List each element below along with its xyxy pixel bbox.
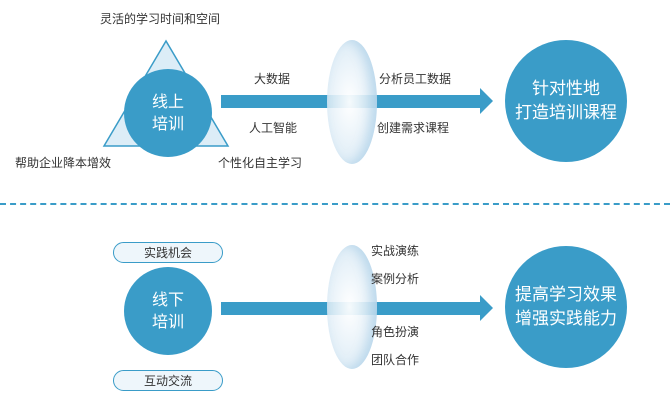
online-top-label: 灵活的学习时间和空间 — [100, 12, 221, 26]
online-result-circle: 针对性地 打造培训课程 — [505, 40, 627, 162]
online-left-label: 帮助企业降本增效 — [15, 156, 112, 170]
offline-result-line1: 提高学习效果 — [515, 285, 617, 305]
online-right-label: 个性化自主学习 — [218, 156, 303, 170]
offline-circle-line1: 线下 — [151, 290, 184, 309]
pill-practice-opportunity: 实践机会 — [113, 242, 223, 263]
online-output-analyze: 分析员工数据 — [379, 72, 452, 86]
offline-result-line2: 增强实践能力 — [515, 309, 617, 329]
offline-method-drill: 实战演练 — [371, 244, 420, 258]
offline-training-circle: 线下 培训 — [124, 267, 212, 355]
offline-method-roleplay: 角色扮演 — [371, 325, 420, 339]
online-input-big-data: 大数据 — [254, 72, 291, 86]
offline-method-team: 团队合作 — [371, 353, 420, 367]
online-training-circle: 线上 培训 — [124, 69, 212, 157]
online-circle-line1: 线上 — [151, 92, 184, 111]
offline-result-circle: 提高学习效果 增强实践能力 — [505, 246, 627, 368]
online-result-line2: 打造培训课程 — [515, 103, 617, 123]
online-result-line1: 针对性地 — [532, 79, 600, 99]
online-lens — [327, 40, 377, 164]
pill-interaction: 互动交流 — [113, 370, 223, 391]
offline-circle-line2: 培训 — [151, 312, 184, 331]
online-input-ai: 人工智能 — [249, 121, 298, 135]
online-circle-line2: 培训 — [151, 114, 184, 133]
offline-lens — [327, 245, 377, 369]
section-divider — [0, 203, 670, 205]
online-output-create: 创建需求课程 — [377, 121, 450, 135]
offline-method-case: 案例分析 — [371, 272, 420, 286]
